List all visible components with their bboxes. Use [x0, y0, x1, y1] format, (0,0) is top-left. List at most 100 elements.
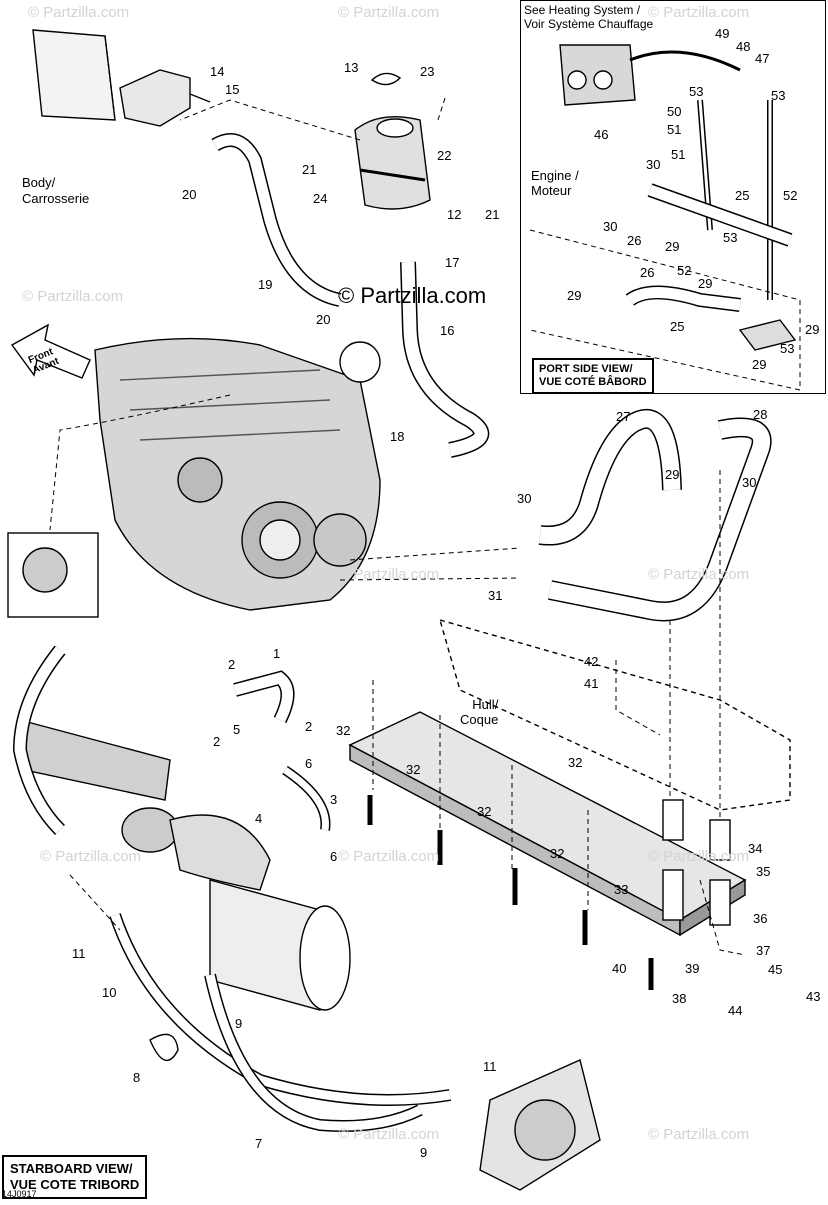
- callout-6: 6: [330, 849, 338, 864]
- jet-pump: [479, 1059, 601, 1191]
- callout-25: 25: [670, 319, 685, 334]
- callout-5: 5: [233, 722, 241, 737]
- callout-43: 44: [728, 1003, 743, 1018]
- engine-label: Engine / Moteur: [531, 168, 579, 198]
- heating-inset-drawing: [529, 44, 801, 391]
- callout-1: 1: [273, 646, 281, 661]
- callout-17: 17: [445, 255, 460, 270]
- callout-52: 53: [780, 341, 795, 356]
- callout-53: 53: [723, 230, 738, 245]
- hose-7: [204, 973, 423, 1132]
- callout-29: 29: [665, 239, 680, 254]
- callout-39: 40: [612, 961, 627, 976]
- callout-32: 32: [406, 762, 421, 777]
- callout-16: 16: [440, 323, 455, 338]
- callout-2: 2: [305, 719, 313, 734]
- body-label: Body/ Carrosserie: [22, 175, 90, 206]
- hose-27: [538, 408, 682, 546]
- callout-49: 50: [667, 104, 682, 119]
- callout-3: 3: [330, 792, 338, 807]
- diagram-code: 14J0917: [2, 1189, 37, 1199]
- callout-36: 37: [756, 943, 771, 958]
- hose-19: [211, 133, 342, 307]
- hose-1: [233, 670, 295, 724]
- watermark: © Partzilla.com: [338, 1126, 440, 1143]
- callout-31: 32: [568, 755, 583, 770]
- callout-34: 35: [756, 864, 771, 879]
- callout-11: 11: [483, 1059, 497, 1074]
- callout-53: 53: [771, 88, 786, 103]
- callout-30: 30: [517, 491, 532, 506]
- callout-10: 10: [102, 985, 117, 1000]
- callout-30: 30: [603, 219, 618, 234]
- callout-24: 24: [313, 191, 328, 206]
- callout-51: 51: [671, 147, 686, 162]
- watermark: © Partzilla.com: [338, 566, 440, 583]
- callout-53: 53: [689, 84, 704, 99]
- callout-21: 21: [485, 207, 500, 222]
- callout-7: 7: [255, 1136, 263, 1151]
- callout-13: 13: [344, 60, 359, 75]
- watermark: © Partzilla.com: [22, 288, 124, 305]
- exhaust-manifold: [19, 719, 179, 853]
- detail-inset-left: [7, 532, 99, 618]
- callout-20: 20: [182, 187, 197, 202]
- body-panel: [32, 29, 116, 121]
- callout-29: 29: [567, 288, 582, 303]
- clamp-8: [149, 1033, 179, 1062]
- watermark-center: © Partzilla.com: [338, 283, 487, 308]
- callout-23: 23: [420, 64, 435, 79]
- port-side-view-label: PORT SIDE VIEW/ VUE COTÉ BÂBORD: [532, 358, 654, 394]
- watermark: © Partzilla.com: [338, 848, 440, 865]
- callout-6: 6: [305, 756, 313, 771]
- hose-left: [12, 645, 66, 835]
- engine: [94, 337, 381, 611]
- watermark: © Partzilla.com: [648, 848, 750, 865]
- front-arrow: [10, 323, 91, 379]
- detail-circle: [339, 341, 381, 383]
- callout-29: 29: [752, 357, 767, 372]
- watermark: © Partzilla.com: [648, 1126, 750, 1143]
- callout-14: 14: [210, 64, 225, 79]
- plate-31: [348, 711, 747, 937]
- watermark: © Partzilla.com: [338, 4, 440, 21]
- callout-12: 12: [447, 207, 462, 222]
- callout-27: 27: [616, 409, 631, 424]
- callout-4: 4: [255, 811, 263, 826]
- watermark: © Partzilla.com: [648, 4, 750, 21]
- coolant-reservoir: [354, 72, 431, 210]
- callout-26: 26: [627, 233, 642, 248]
- bracket: [119, 69, 211, 127]
- callout-33: 34: [748, 841, 763, 856]
- callout-26: 26: [640, 265, 655, 280]
- callout-20: 20: [316, 312, 331, 327]
- hose-16: [400, 261, 490, 458]
- callout-9: 9: [420, 1145, 428, 1160]
- callout-52: 52: [677, 263, 692, 278]
- callout-15: 15: [225, 82, 240, 97]
- callout-45: 46: [594, 127, 609, 142]
- callout-37: 38: [672, 991, 687, 1006]
- bolts-32: [367, 795, 654, 990]
- callout-40: 41: [584, 676, 599, 691]
- callout-44: 45: [768, 962, 783, 977]
- callout-18: 18: [390, 429, 405, 444]
- callout-48: 49: [715, 26, 730, 41]
- callout-32: 33: [614, 882, 629, 897]
- callout-8: 8: [133, 1070, 141, 1085]
- callout-11: 11: [72, 946, 86, 961]
- port-side-inset: [520, 0, 826, 394]
- callout-30: 30: [646, 157, 661, 172]
- callout-29: 30: [742, 475, 757, 490]
- callout-41: 42: [584, 654, 599, 669]
- callout-51: 52: [783, 188, 798, 203]
- leader-lines: [49, 97, 746, 956]
- callout-19: 19: [258, 277, 273, 292]
- hose-3: [282, 765, 331, 831]
- callout-9: 9: [235, 1016, 243, 1031]
- callout-35: 36: [753, 911, 768, 926]
- callout-28: 28: [753, 407, 768, 422]
- callout-2: 2: [213, 734, 221, 749]
